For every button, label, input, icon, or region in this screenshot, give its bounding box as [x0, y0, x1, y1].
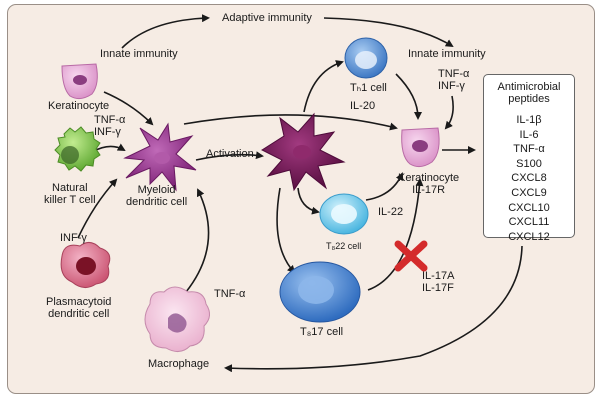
arrow-plasmacytoid-to-dc: [77, 178, 118, 239]
keratinocyte-right: [401, 127, 440, 168]
th17-cell: [279, 261, 361, 323]
plasmacytoid-dendritic-cell: [60, 242, 111, 288]
label-tnf-inf-left: TNF-α INF-γ: [94, 114, 126, 138]
antimicrobial-peptides-box: Antimicrobial peptides IL-1β IL-6 TNF-α …: [483, 74, 575, 243]
label-inf-gamma: INF-γ: [60, 232, 87, 244]
arrow-dc-to-th1: [303, 60, 344, 113]
arrow-adaptive-immunity-left: [121, 14, 210, 49]
label-plasmacytoid-dendritic-cell: Plasmacytoid dendritic cell: [46, 296, 112, 320]
arrow-dc-to-keratinocyte: [183, 114, 398, 131]
arrow-macrophage-to-dc: [185, 188, 210, 293]
label-macrophage: Macrophage: [148, 358, 210, 370]
arrow-th17-to-keratinocyte: [367, 178, 424, 291]
keratinocyte-left: [61, 63, 98, 100]
th22-cell: [319, 193, 369, 235]
peptide-item: S100: [516, 157, 542, 170]
label-natural-killer-cell: Natural killer T cell: [44, 182, 96, 206]
arrow-peptides-to-macrophage: [224, 245, 523, 373]
peptide-item: CXCL10: [508, 201, 550, 214]
label-il20: IL-20: [350, 100, 376, 112]
label-tnf-inf-right: TNF-α INF-γ: [438, 68, 470, 92]
arrow-dc-to-th17: [276, 187, 296, 274]
label-il22: IL-22: [378, 206, 404, 218]
arrows: [77, 14, 523, 373]
peptide-item: CXCL11: [508, 216, 550, 229]
peptide-item: CXCL12: [508, 230, 550, 243]
label-keratinocyte-right: Keratinocyte IL-17R: [398, 172, 460, 196]
label-activation: Activation: [206, 148, 254, 160]
peptide-item: TNF-α: [513, 143, 545, 156]
label-tnf-alpha-macrophage: TNF-α: [214, 288, 246, 300]
peptide-item: CXCL9: [511, 186, 547, 199]
arrow-dc-to-th22: [297, 187, 320, 215]
myeloid-dendritic-cell: [123, 122, 197, 192]
natural-killer-cell: [54, 126, 101, 172]
il17-block-x: [394, 240, 428, 272]
label-adaptive-immunity: Adaptive immunity: [222, 12, 312, 24]
label-il17: IL-17A IL-17F: [422, 270, 455, 294]
label-th17-cell: T₈17 cell: [300, 326, 344, 338]
label-keratinocyte-left: Keratinocyte: [48, 100, 110, 112]
peptide-item: CXCL8: [511, 172, 547, 185]
label-myeloid-dendritic-cell: Myeloid dendritic cell: [126, 184, 188, 208]
peptides-title: Antimicrobial peptides: [497, 81, 561, 105]
label-innate-immunity-right: Innate immunity: [408, 48, 486, 60]
arrow-activation: [195, 151, 264, 161]
arrow-tnf-inf-to-keratinocyte: [444, 95, 454, 130]
label-th1-cell: Tₕ1 cell: [350, 82, 387, 94]
peptide-item: IL-6: [519, 128, 539, 141]
peptide-item: IL-1β: [516, 114, 542, 126]
macrophage: [144, 286, 210, 352]
th1-cell: [344, 37, 388, 79]
label-th22-cell: T₈22 cell: [326, 241, 362, 251]
arrow-keratinocyte-to-dc: [103, 91, 154, 126]
activated-dendritic-cell: [260, 112, 346, 192]
arrow-th1-to-keratinocyte: [395, 73, 422, 120]
arrow-th22-to-keratinocyte: [365, 172, 404, 201]
arrow-adaptive-immunity-right: [323, 17, 454, 48]
label-innate-immunity-left: Innate immunity: [100, 48, 178, 60]
